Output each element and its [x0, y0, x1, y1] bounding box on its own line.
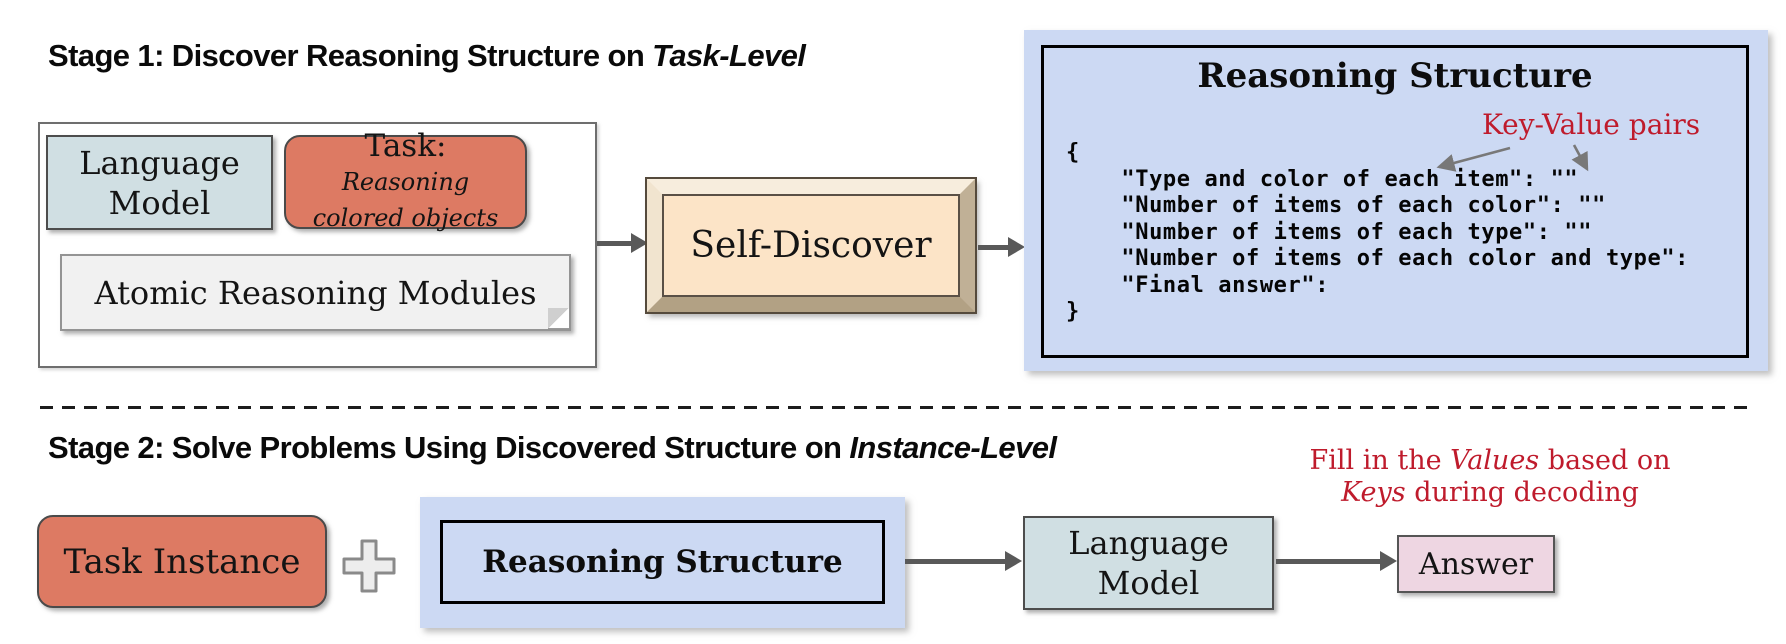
atomic-reasoning-modules-box: Atomic Reasoning Modules [60, 254, 571, 331]
language-model-line2: Model [1097, 564, 1200, 602]
reasoning-structure-box-stage2: Reasoning Structure [420, 497, 905, 628]
answer-label: Answer [1418, 546, 1534, 582]
code-line: "Final answer": [1066, 272, 1330, 298]
stage2-title-emphasis: Instance-Level [849, 430, 1057, 465]
self-discover-label: Self-Discover [690, 225, 932, 266]
json-code-block: { "Type and color of each item": "" "Num… [1066, 140, 1689, 326]
decoding-note-line1: Fill in the Values based on [1290, 445, 1690, 477]
task-box-text: Task: Reasoning colored objects [300, 129, 511, 235]
stage1-title-emphasis: Task-Level [652, 38, 806, 73]
stage-divider-dashed [40, 406, 1748, 409]
plus-icon [342, 539, 396, 593]
reasoning-structure-title: Reasoning Structure [1197, 56, 1593, 96]
arrow-line [905, 559, 1005, 564]
decoding-note: Fill in the Values based on Keys during … [1290, 445, 1690, 509]
note-text: based on [1539, 445, 1671, 476]
reasoning-structure-box-stage2-inner: Reasoning Structure [440, 520, 885, 604]
key-value-arrows [1436, 144, 1589, 172]
stage1-title-text: Stage 1: Discover Reasoning Structure on [48, 38, 653, 73]
reasoning-structure-inner-frame: Reasoning Structure [1041, 45, 1749, 358]
note-keys-word: Keys [1341, 477, 1406, 508]
language-model-box-stage2: Language Model [1023, 516, 1274, 610]
code-line: "Number of items of each color and type"… [1066, 246, 1690, 271]
arrow-line [597, 241, 631, 246]
arrow-head [631, 233, 648, 253]
answer-box: Answer [1397, 535, 1555, 593]
note-text: Fill in the [1309, 445, 1451, 476]
atomic-reasoning-modules-label: Atomic Reasoning Modules [94, 273, 537, 312]
self-discover-box: Self-Discover [645, 177, 977, 314]
code-line: "Number of items of each color": "" [1066, 193, 1606, 218]
self-discover-label-wrap: Self-Discover [662, 194, 960, 297]
reasoning-structure-stage2-label: Reasoning Structure [482, 544, 843, 580]
arrow-line [978, 245, 1008, 250]
task-box: Task: Reasoning colored objects [284, 129, 527, 232]
arrow-head [1380, 551, 1397, 571]
key-value-pairs-label: Key-Value pairs [1482, 108, 1701, 141]
arrow-line [1276, 559, 1380, 564]
code-line: "Type and color of each item": "" [1066, 166, 1579, 192]
arrow-head [1005, 551, 1022, 571]
language-model-line1: Language [1068, 524, 1229, 562]
note-values-word: Values [1450, 445, 1540, 476]
stage1-title: Stage 1: Discover Reasoning Structure on… [48, 38, 806, 74]
stage2-title-text: Stage 2: Solve Problems Using Discovered… [48, 430, 850, 465]
code-line: { [1066, 140, 1080, 165]
language-model-line2: Model [108, 183, 211, 222]
arrow-head [1008, 237, 1025, 257]
page-fold-corner [548, 308, 569, 329]
language-model-box-stage1: Language Model [46, 135, 273, 230]
decoding-note-line2: Keys during decoding [1290, 477, 1690, 509]
code-line: "Number of items of each type": "" [1066, 219, 1593, 245]
task-instance-label: Task Instance [63, 541, 301, 582]
language-model-line1: Language [79, 143, 240, 182]
key-arrow [1436, 146, 1511, 172]
value-arrow [1571, 144, 1589, 172]
note-text: during decoding [1405, 477, 1639, 508]
task-description: Reasoning colored objects [312, 168, 499, 232]
code-line: } [1066, 299, 1080, 324]
task-label: Task: [364, 128, 447, 164]
reasoning-structure-panel [1024, 30, 1768, 371]
stage2-title: Stage 2: Solve Problems Using Discovered… [48, 430, 1057, 466]
task-instance-box: Task Instance [37, 515, 327, 608]
